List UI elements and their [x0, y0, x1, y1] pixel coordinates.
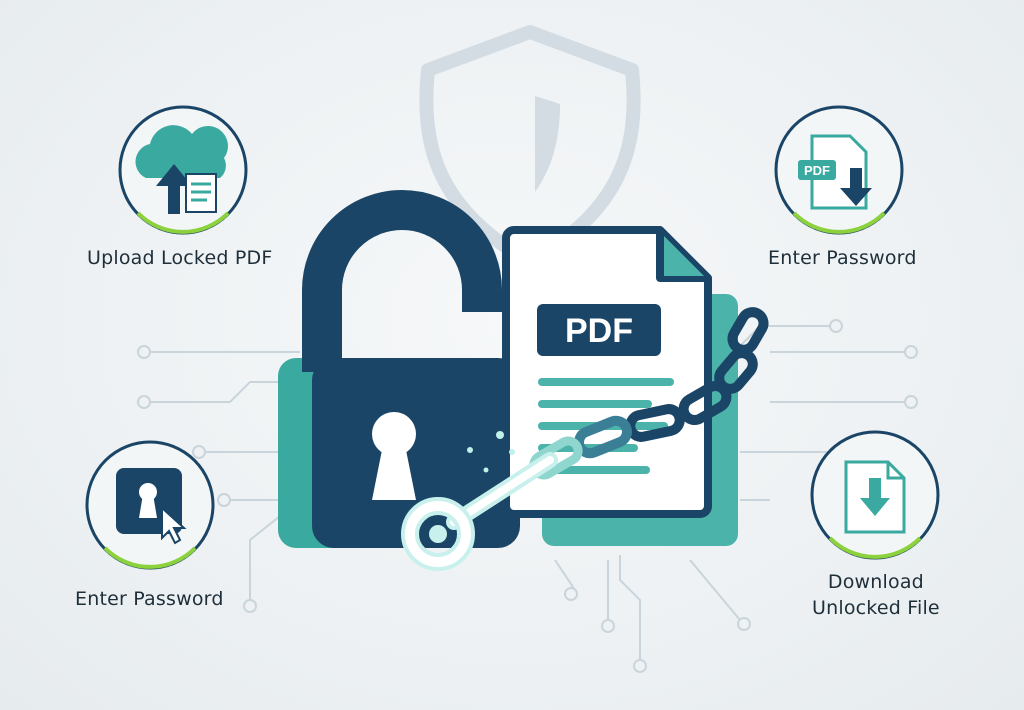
pdf-badge-text: PDF — [565, 312, 633, 350]
file-download-icon — [844, 460, 906, 534]
glowing-key-icon — [401, 431, 558, 571]
keyhole-icon — [372, 412, 416, 500]
lock-shackle — [302, 190, 502, 372]
pdf-badge — [537, 304, 661, 356]
pdf-download-icon: PDF — [798, 134, 872, 210]
enter-password-top-label: Enter Password — [768, 247, 917, 269]
pdf-document-icon: PDF — [502, 226, 712, 518]
cloud-upload-document-icon — [135, 125, 228, 214]
download-step-label: Download Unlocked File — [812, 569, 940, 621]
svg-text:PDF: PDF — [804, 163, 830, 178]
enter-password-bottom-label: Enter Password — [75, 588, 224, 610]
padlock-icon — [312, 358, 520, 548]
download-label-line1: Download — [827, 571, 924, 593]
download-label-line2: Unlocked File — [812, 597, 940, 619]
keyhole-cursor-icon — [116, 468, 187, 545]
upload-step-label: Upload Locked PDF — [87, 247, 273, 269]
